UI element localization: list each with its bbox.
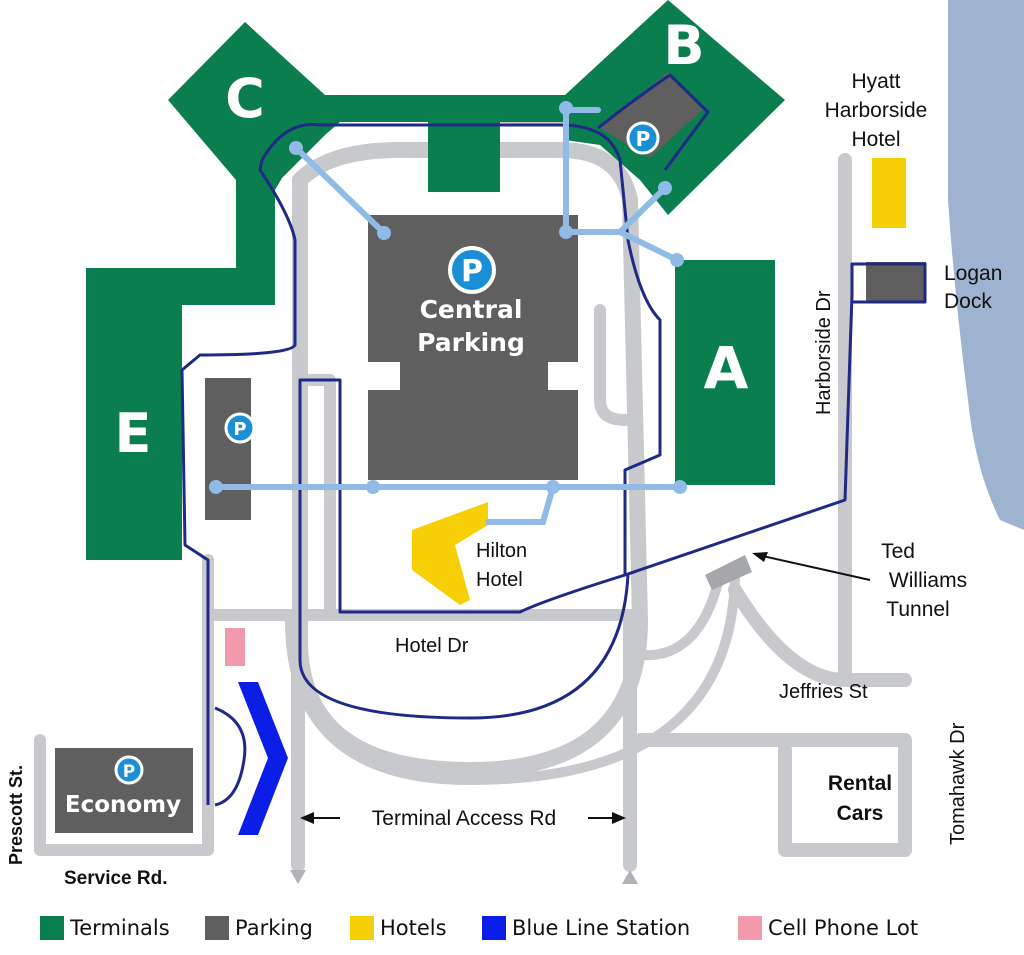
terminal-a-label: A [704,334,749,402]
west-inner-road [304,374,336,616]
terminal-access-rd-label: Terminal Access Rd [372,807,556,830]
harbor-water [948,0,1024,530]
walkway-b-gate [617,185,668,235]
svg-text:P: P [233,419,246,440]
legend-cell-phone-lot: Cell Phone Lot [738,908,918,948]
blue-line-station-marker [238,682,288,835]
svg-text:P: P [636,127,651,151]
cell-phone-lot-marker [225,628,245,666]
rental-cars-label-2: Cars [837,802,884,825]
terminal-e-label: E [115,402,152,465]
tunnel-pointer-head [752,552,768,562]
logan-dock-label-2: Dock [944,290,992,313]
economy-label: Economy [65,792,181,818]
ted-williams-label-2: Williams [889,569,967,592]
walkway-a [617,229,680,263]
east-inner-road [594,304,631,426]
svg-text:P: P [123,762,135,782]
jeffries-st-road [728,583,912,687]
hilton-hotel-building [412,502,488,605]
legend-parking: Parking [205,908,313,948]
terminal-c-building [86,22,565,560]
legend-swatch [482,916,506,940]
legend-swatch [738,916,762,940]
legend-swatch [205,916,229,940]
walkways [213,105,683,525]
legend-blue-line-station: Blue Line Station [482,908,690,948]
hilton-label-2: Hotel [476,569,523,591]
tunnel-pointer-arrow [757,554,871,581]
parking-p-icon [448,246,496,294]
legend-label: Hotels [380,916,447,940]
legend-label: Cell Phone Lot [768,916,919,940]
p-icon-terminal-e: P [224,412,256,444]
tunnel-portal [705,555,752,590]
up-direction-marker [622,870,638,884]
hyatt-label-1: Hyatt [851,70,900,93]
hyatt-label-2: Harborside [825,99,928,122]
access-rd-arrow-right-head [612,812,626,824]
blue-line-loop [214,706,247,807]
p-icon-terminal-b: P [626,121,660,155]
legend-label: Blue Line Station [512,916,691,940]
hotel-dr-label: Hotel Dr [395,635,469,657]
terminal-b-parking [600,72,702,158]
legend-terminals: Terminals [40,908,170,948]
parking-p-icon [224,412,256,444]
legend-label: Terminals [70,916,170,940]
logan-dock-parking [866,262,926,302]
shuttle-east-route [624,262,927,577]
ted-williams-label-1: Ted [881,540,915,563]
parking-p-icon [626,121,660,155]
central-parking-label-2: Parking [417,328,525,357]
hilton-label-1: Hilton [476,540,527,562]
legend-label: Parking [235,916,313,940]
terminal-c-label: C [225,67,265,130]
p-icon-economy: P [114,755,144,785]
p-icon-central: P [448,246,496,294]
parking-p-icon [114,755,144,785]
prescott-st-label: Prescott St. [6,765,26,865]
shuttle-main-loop [260,122,662,720]
tunnel-road [635,570,725,661]
shuttle-west-loop [180,159,297,805]
tomahawk-dr-label: Tomahawk Dr [947,722,969,845]
legend-swatch [40,916,64,940]
down-direction-marker [290,870,306,884]
walkway-nodes [209,101,687,494]
legend-hotels: Hotels [350,908,447,948]
terminal-e-parking [205,378,251,520]
access-rd-arrow-left-head [300,812,314,824]
walkway-hilton [485,484,556,525]
ted-williams-label-3: Tunnel [886,598,949,621]
harborside-dr-label: Harborside Dr [813,290,835,415]
svg-text:P: P [461,254,483,289]
terminal-a-building [675,260,775,485]
central-parking-building [368,215,578,480]
rental-cars-label-1: Rental [828,772,892,795]
service-rd-label: Service Rd. [64,868,168,889]
legend-swatch [350,916,374,940]
walkway-c [293,145,387,236]
hyatt-label-3: Hotel [851,128,900,151]
logan-dock-label-1: Logan [944,262,1002,285]
shuttle-route [180,73,927,805]
rental-road [633,733,912,857]
shuttle-b-loop [597,73,710,171]
map-legend: Terminals Parking Hotels Blue Line Stati… [0,908,1024,948]
hyatt-hotel-building [872,158,906,228]
terminal-b-label: B [663,14,704,77]
jeffries-st-label: Jeffries St [779,681,868,703]
outer-loop-road [285,565,740,785]
central-parking-label: Central [420,295,523,324]
